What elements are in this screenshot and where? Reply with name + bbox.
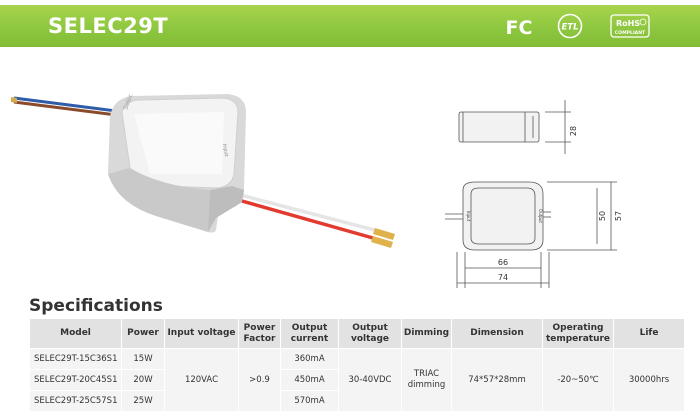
cell-power: 25W — [121, 390, 165, 412]
specifications-heading: Specifications — [29, 296, 163, 316]
cell-output-current: 360mA — [280, 348, 339, 370]
header-dimming: Dimming — [401, 318, 452, 349]
drawing-output-label: Output — [538, 209, 543, 223]
cell-input-voltage: 120VAC — [164, 348, 239, 412]
drawing-input-label: Input — [466, 211, 471, 222]
fc-mark-text: FC — [506, 17, 533, 39]
inner-width-dimension: 66 — [498, 258, 508, 267]
header-life: Life — [613, 318, 685, 349]
cell-output-current: 450mA — [280, 369, 339, 391]
header-power: Power — [121, 318, 165, 349]
cell-model: SELEC29T-20C45S1 — [29, 369, 122, 391]
header-dimension: Dimension — [451, 318, 543, 349]
header-input-voltage: Input voltage — [164, 318, 239, 349]
table-row: SELEC29T-25C57S1 25W 570mA — [29, 390, 685, 412]
driver-housing: Selec Input — [108, 93, 246, 233]
etl-certification-icon: ETL — [557, 13, 583, 39]
table-row: SELEC29T-15C36S1 15W 120VAC >0.9 360mA 3… — [29, 348, 685, 412]
rohs-certification-icon: RoHS COMPLIANT — [610, 14, 650, 38]
inner-height-dimension: 50 — [598, 211, 607, 221]
etl-mark-text: ETL — [561, 23, 578, 33]
rohs-compliant-text: COMPLIANT — [615, 30, 646, 36]
cell-model: SELEC29T-15C36S1 — [29, 348, 122, 370]
product-image: Selec Input — [11, 93, 395, 248]
header-bar: SELEC29T FC ETL RoHS COMPLIANT — [0, 5, 700, 47]
cell-power: 20W — [121, 369, 165, 391]
cell-dimension: 74*57*28mm — [451, 348, 543, 412]
cell-power: 15W — [121, 348, 165, 370]
height-dimension: 28 — [569, 126, 578, 136]
cell-model: SELEC29T-25C57S1 — [29, 390, 122, 412]
cell-output-voltage: 30-40VDC — [338, 348, 402, 412]
rohs-mark-text: RoHS — [616, 19, 640, 28]
outer-width-dimension: 74 — [498, 273, 508, 282]
fc-certification-icon: FC — [506, 17, 533, 39]
housing-input-label: Input — [221, 143, 229, 157]
outer-height-dimension: 57 — [614, 211, 623, 221]
header-model: Model — [29, 318, 122, 349]
cell-life: 30000hrs — [613, 348, 685, 412]
dimension-drawing: 28 50 57 66 74 Input Output — [445, 100, 623, 288]
cell-operating-temperature: -20~50℃ — [542, 348, 614, 412]
cell-output-current: 570mA — [280, 390, 339, 412]
product-title: SELEC29T — [48, 14, 169, 38]
table-row: SELEC29T-20C45S1 20W 450mA — [29, 369, 685, 391]
cell-power-factor: >0.9 — [238, 348, 281, 412]
